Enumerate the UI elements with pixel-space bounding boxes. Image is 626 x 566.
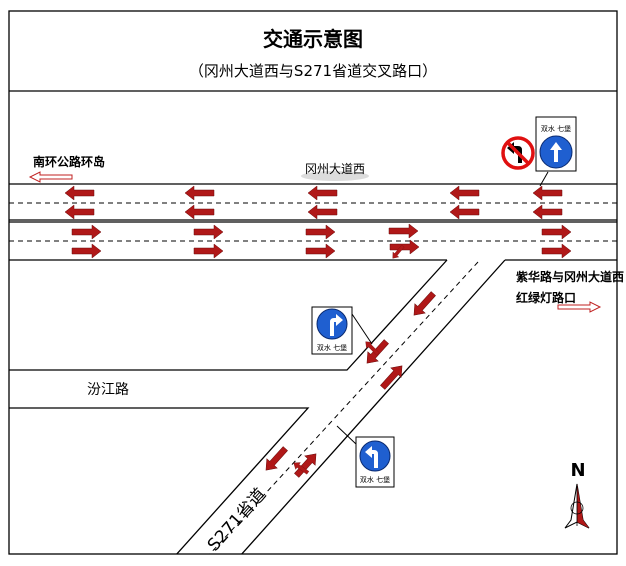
arrow-west <box>532 204 563 220</box>
diagonal-road-label: S271省道 <box>204 485 271 556</box>
arrow-east <box>541 224 572 240</box>
arrow-diagonal-southwest <box>408 288 440 321</box>
roundabout-direction-arrow <box>28 171 73 183</box>
sign-straight-only: 双水 七堡 <box>535 116 577 187</box>
intersection-label-line2: 红绿灯路口 <box>516 290 576 305</box>
arrow-west <box>184 204 215 220</box>
arrow-west <box>449 204 480 220</box>
branch-road-label: 汾江路 <box>87 382 129 398</box>
main-road-label: 冈州大道西 <box>305 162 365 176</box>
sign-left-turn: 双水 七堡 <box>336 425 395 488</box>
arrow-east <box>541 243 572 259</box>
arrow-east <box>389 239 420 255</box>
arrow-east <box>305 224 336 240</box>
north-compass: N <box>564 460 590 529</box>
sign-destination-text: 双水 七堡 <box>317 343 347 352</box>
diagram-title: 交通示意图 <box>263 27 363 51</box>
fenjiang-south-edge <box>9 407 310 554</box>
sign-no-left-turn <box>501 136 535 170</box>
arrow-east <box>193 224 224 240</box>
diagram-frame <box>8 10 618 555</box>
arrow-east <box>71 243 102 259</box>
sign-destination-text: 双水 七堡 <box>541 124 571 133</box>
intersection-direction-arrow <box>557 301 602 313</box>
arrow-east <box>388 223 419 239</box>
sign-right-turn: 双水 七堡 <box>311 306 373 355</box>
arrow-west <box>64 185 95 201</box>
sign-destination-text: 双水 七堡 <box>360 475 390 484</box>
arrow-west <box>64 204 95 220</box>
arrow-west <box>532 185 563 201</box>
main-road-label-shadow <box>301 171 369 181</box>
s271-east-edge <box>240 259 506 554</box>
arrow-east <box>193 243 224 259</box>
arrow-west <box>307 204 338 220</box>
diagram-subtitle: （冈州大道西与S271省道交叉路口） <box>189 62 437 80</box>
s271-center-line <box>209 261 479 554</box>
intersection-label-line1: 紫华路与冈州大道西 <box>516 269 624 284</box>
compass-north-letter: N <box>570 460 585 481</box>
arrow-west <box>449 185 480 201</box>
roundabout-label: 南环公路环岛 <box>33 154 105 169</box>
arrow-west <box>307 185 338 201</box>
arrow-east <box>305 243 336 259</box>
arrow-diagonal-northeast <box>376 360 408 393</box>
arrow-west <box>184 185 215 201</box>
arrow-diagonal-southwest <box>260 443 292 476</box>
s271-west-edge <box>9 259 448 371</box>
lane-arrows <box>28 171 602 481</box>
arrow-east <box>71 224 102 240</box>
